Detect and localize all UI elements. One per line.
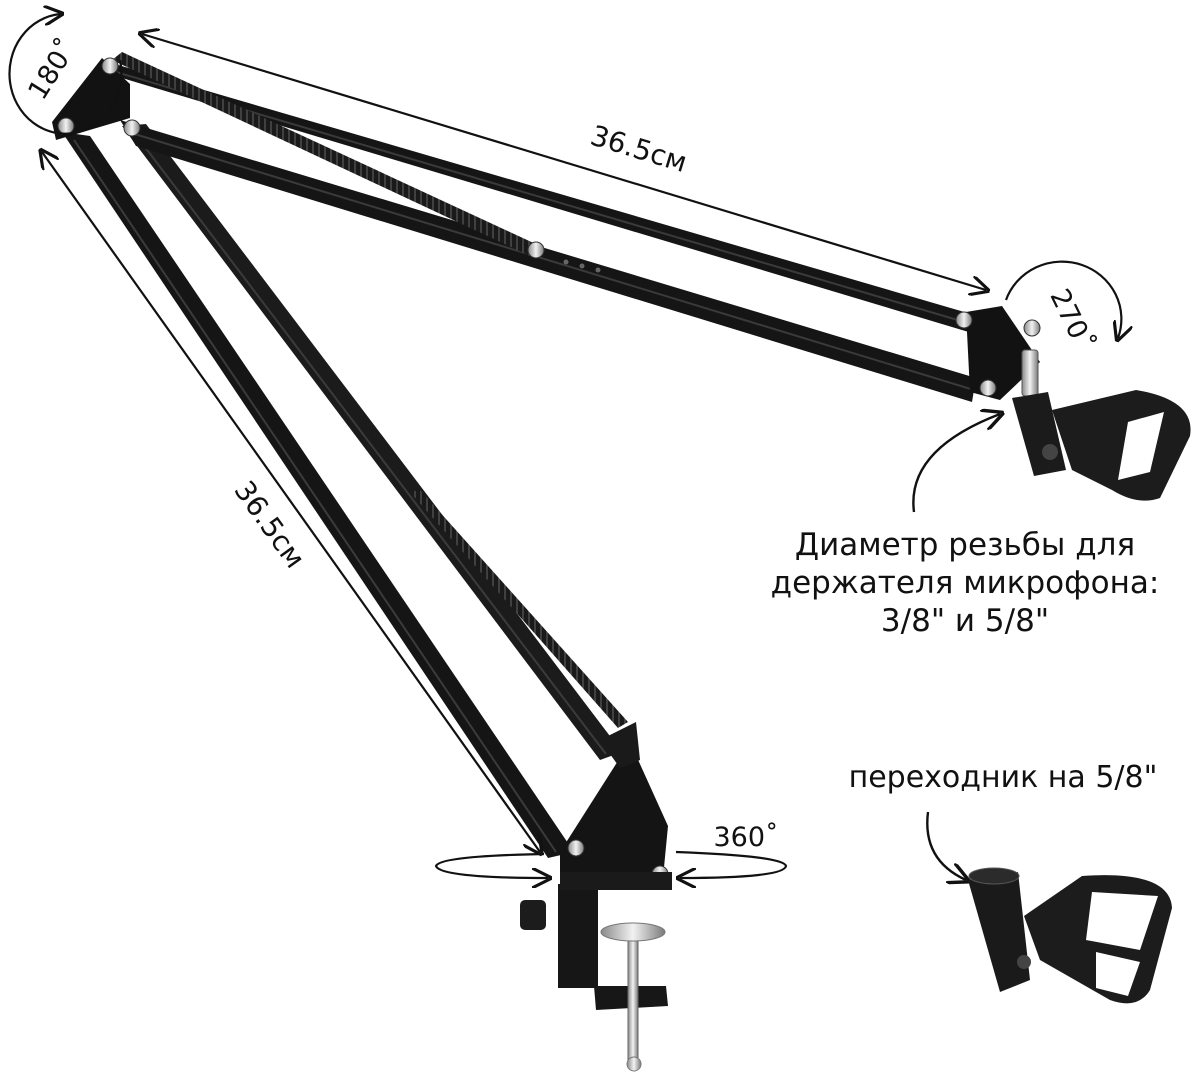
thread-caption-line-3: 3/8" и 5/8" <box>880 602 1050 639</box>
mic-head-angle-label: 270˚ <box>1043 284 1099 356</box>
upper-arm <box>108 52 982 402</box>
elbow-plate <box>52 58 130 140</box>
thread-diameter-caption: Диаметр резьбы для держателя микрофона: … <box>755 527 1175 640</box>
lower-arm <box>62 124 628 858</box>
clamp-knob <box>520 900 546 930</box>
mic-head-bolt <box>955 311 973 329</box>
lower-arm-rear-bar <box>122 124 622 760</box>
base-bracket <box>560 742 668 888</box>
upper-arm-dimension-line <box>142 34 986 290</box>
mic-head-bolt <box>979 379 997 397</box>
elbow-bolt <box>101 57 119 75</box>
lower-arm-length-label: 36.5см <box>228 475 312 575</box>
mic-head-bolt <box>1023 319 1041 337</box>
base-bolt <box>567 839 585 857</box>
adapter-callout-arrow <box>926 811 966 880</box>
base-clamp <box>520 722 672 1072</box>
upper-arm-length-label: 36.5см <box>587 119 691 179</box>
elbow-bolt <box>123 119 141 137</box>
clamp-top <box>560 872 672 890</box>
mic-holder-icon <box>1012 390 1191 501</box>
base-riser <box>600 722 640 768</box>
mic-head-joint <box>955 306 1191 501</box>
thread-caption-line-1: Диаметр резьбы для <box>794 527 1136 563</box>
adapter-caption: переходник на 5/8" <box>848 760 1158 795</box>
base-rotation-indicator: 360˚ <box>434 822 788 878</box>
base-angle-label: 360˚ <box>713 822 778 853</box>
clamp-body <box>558 884 598 988</box>
thread-callout-arrow <box>912 414 1000 513</box>
clamp-pad <box>600 922 666 942</box>
lower-arm-dimension-line <box>42 152 540 852</box>
adapter-icon <box>968 867 1172 1004</box>
elbow-bolt <box>57 117 75 135</box>
thread-stud <box>1021 349 1039 397</box>
thread-caption-line-2: держателя микрофона: <box>770 564 1160 601</box>
clamp-screw <box>627 931 639 1063</box>
